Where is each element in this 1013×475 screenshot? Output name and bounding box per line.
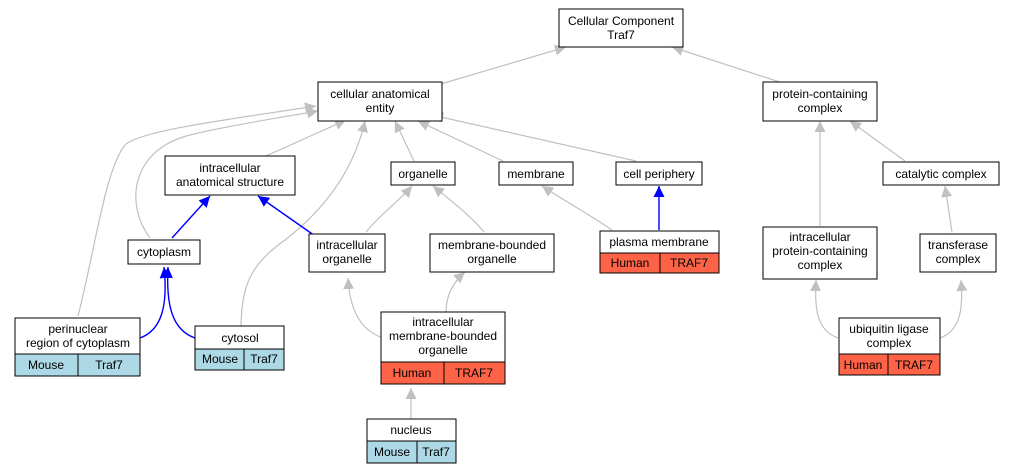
annotation-gene-label: Traf7 xyxy=(422,445,450,459)
edge-cytoplasm-ias xyxy=(171,195,211,239)
node-label-line: complex xyxy=(867,336,912,350)
edge-perinuclear-cae xyxy=(77,102,317,317)
edge-imbo-io xyxy=(343,277,384,339)
node-protein-containing-complex[interactable]: protein-containing complex xyxy=(762,81,878,122)
node-label-line: cytosol xyxy=(221,331,258,345)
annotation-species-label: Mouse xyxy=(28,358,64,372)
node-label-line: protein-containing xyxy=(772,87,867,101)
node-label-line: membrane xyxy=(507,167,565,181)
edge-mbo-organelle xyxy=(432,185,485,233)
edge-cae-root xyxy=(433,44,567,87)
node-label-line: intracellular xyxy=(412,315,473,329)
node-intracellular-anatomical-structure[interactable]: intracellular anatomical structure xyxy=(164,155,296,196)
edge-organelle-cae xyxy=(394,120,415,162)
node-membrane-bounded-organelle[interactable]: membrane-bounded organelle xyxy=(429,233,555,273)
edge-imbo-mbo xyxy=(445,271,466,313)
node-label-line: cytoplasm xyxy=(137,245,191,259)
edge-io-ias xyxy=(257,195,319,239)
node-label-line: organelle xyxy=(418,343,468,357)
edge-cytosol-cytoplasm xyxy=(161,266,196,339)
node-plasma-membrane[interactable]: plasma membrane Human TRAF7 xyxy=(599,230,720,274)
edge-cytoplasm-cae xyxy=(135,107,319,239)
node-label-line: intracellular xyxy=(316,238,377,252)
node-label-line: organelle xyxy=(398,167,448,181)
node-label-line: ubiquitin ligase xyxy=(849,322,929,336)
node-label-line: complex xyxy=(936,252,981,266)
node-label-line: perinuclear xyxy=(48,322,107,336)
edge-ulc-ipcc xyxy=(810,279,839,339)
annotation-species-label: Mouse xyxy=(202,352,238,366)
node-label-line: membrane-bounded xyxy=(438,238,546,252)
annotation-species-label: Human xyxy=(611,256,650,270)
node-label-line: anatomical structure xyxy=(176,175,284,189)
edges-gray xyxy=(77,44,968,419)
node-label-line: cell periphery xyxy=(623,167,694,181)
edge-perinuclear-cytoplasm xyxy=(139,266,171,339)
node-label-line: organelle xyxy=(322,252,372,266)
annotation-gene-label: TRAF7 xyxy=(455,366,493,380)
node-label-line: intracellular xyxy=(199,161,260,175)
node-label-line: protein-containing xyxy=(772,244,867,258)
node-label-line: complex xyxy=(798,101,843,115)
annotation-gene-human xyxy=(659,252,720,274)
node-cell-periphery[interactable]: cell periphery xyxy=(615,161,703,186)
node-cytoplasm[interactable]: cytoplasm xyxy=(127,239,201,265)
node-intracellular-protein-containing-complex[interactable]: intracellular protein-containing complex xyxy=(762,226,878,280)
node-intracellular-membrane-bounded-organelle[interactable]: intracellular membrane-bounded organelle… xyxy=(380,311,506,385)
edge-ulc-transferase xyxy=(939,279,968,339)
node-organelle[interactable]: organelle xyxy=(390,161,456,186)
node-catalytic-complex[interactable]: catalytic complex xyxy=(882,161,1000,186)
node-label-line: Cellular Component xyxy=(568,14,675,28)
edge-membrane-cae xyxy=(417,120,504,162)
annotation-gene-human xyxy=(443,361,506,385)
node-intracellular-organelle[interactable]: intracellular organelle xyxy=(308,233,386,273)
edge-transferase-catalytic xyxy=(941,185,953,233)
node-ubiquitin-ligase-complex[interactable]: ubiquitin ligase complex Human TRAF7 xyxy=(838,317,941,376)
node-nucleus[interactable]: nucleus Mouse Traf7 xyxy=(366,418,457,464)
node-cytosol[interactable]: cytosol Mouse Traf7 xyxy=(194,325,285,371)
annotation-gene-mouse xyxy=(416,440,457,464)
edge-io-organelle xyxy=(365,185,413,233)
edge-ias-cae xyxy=(265,119,347,157)
node-label-line: complex xyxy=(798,258,843,272)
annotation-gene-label: Traf7 xyxy=(250,352,278,366)
node-cellular-anatomical-entity[interactable]: cellular anatomical entity xyxy=(317,81,443,122)
node-membrane[interactable]: membrane xyxy=(498,161,574,186)
annotation-species-label: Human xyxy=(844,358,883,372)
edge-plasma-membrane xyxy=(541,185,613,231)
node-label-line: region of cytoplasm xyxy=(26,336,130,350)
node-transferase-complex[interactable]: transferase complex xyxy=(919,233,997,273)
annotation-gene-human xyxy=(887,353,941,376)
edge-cellperiphery-cae xyxy=(431,112,637,162)
annotation-gene-mouse xyxy=(243,348,285,371)
annotation-gene-label: TRAF7 xyxy=(670,256,708,270)
node-label-line: catalytic complex xyxy=(895,167,986,181)
node-root[interactable]: Cellular Component Traf7 xyxy=(558,8,684,48)
edges-blue xyxy=(139,186,665,339)
edge-cytosol-cae xyxy=(240,120,368,327)
node-label-line: plasma membrane xyxy=(609,235,709,249)
node-perinuclear-region[interactable]: perinuclear region of cytoplasm Mouse Tr… xyxy=(14,317,141,377)
edge-pcc-root xyxy=(671,45,793,87)
node-label-line: membrane-bounded xyxy=(389,329,497,343)
annotation-gene-label: Traf7 xyxy=(95,358,123,372)
node-label-line: nucleus xyxy=(390,423,431,437)
node-label-line: cellular anatomical xyxy=(330,87,429,101)
annotation-species-label: Mouse xyxy=(374,445,410,459)
node-label-line: Traf7 xyxy=(607,28,635,42)
node-label-line: entity xyxy=(366,101,395,115)
annotation-gene-mouse xyxy=(77,353,141,377)
annotation-gene-label: TRAF7 xyxy=(895,358,933,372)
node-label-line: intracellular xyxy=(789,230,850,244)
annotation-species-label: Human xyxy=(393,366,432,380)
node-label-line: transferase xyxy=(928,238,988,252)
edge-catalytic-pcc xyxy=(849,120,906,162)
node-label-line: organelle xyxy=(467,252,517,266)
